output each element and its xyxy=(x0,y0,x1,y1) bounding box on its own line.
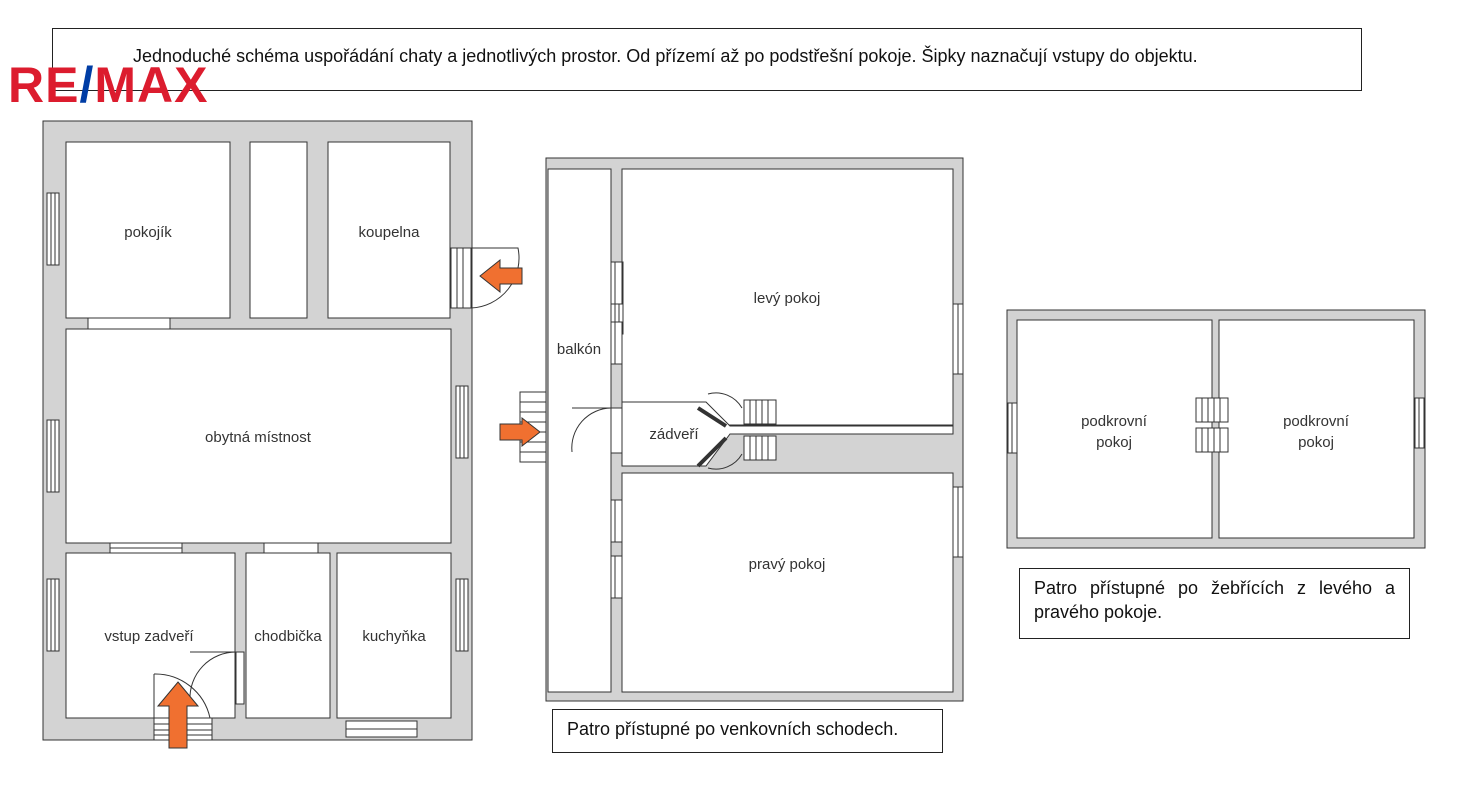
caption-attic: Patro přístupné po žebřících z levého a … xyxy=(1019,568,1410,639)
label-kuchynka: kuchyňka xyxy=(362,628,426,645)
label-podkrovni-right-2: pokoj xyxy=(1298,434,1334,451)
room-kuchynka xyxy=(336,552,452,719)
room-zadveri xyxy=(621,401,954,467)
label-obytna: obytná místnost xyxy=(205,429,312,446)
first-floor: balkón levý pokoj zádveří pravý pokoj xyxy=(499,157,964,702)
label-levy: levý pokoj xyxy=(754,290,821,307)
room-balkon xyxy=(547,168,612,693)
room-koupelna xyxy=(327,141,451,319)
label-vstup: vstup zadveří xyxy=(104,628,194,645)
label-chodbicka: chodbička xyxy=(254,628,322,645)
label-podkrovni-right-1: podkrovní xyxy=(1283,413,1350,430)
attic-floor: podkrovní pokoj podkrovní pokoj xyxy=(1006,309,1426,549)
ground-floor: pokojík koupelna obytná místnost vstup z… xyxy=(42,120,523,749)
label-koupelna: koupelna xyxy=(359,224,421,241)
room-levy xyxy=(621,168,954,426)
label-podkrovni-left-1: podkrovní xyxy=(1081,413,1148,430)
room-obytna xyxy=(65,328,452,544)
room-podkrovni-right xyxy=(1218,319,1415,539)
room-pokojik xyxy=(65,141,231,319)
room-chodbicka xyxy=(245,552,331,719)
entry-arrow-right-ground xyxy=(479,258,523,294)
room-vstup xyxy=(65,552,236,719)
room-pravy xyxy=(621,472,954,693)
caption-top: Jednoduché schéma uspořádání chaty a jed… xyxy=(52,28,1362,91)
label-balkon: balkón xyxy=(557,341,601,358)
label-pravy: pravý pokoj xyxy=(749,556,826,573)
logo-max: MAX xyxy=(94,57,209,113)
logo-re: RE xyxy=(8,57,80,113)
room-podkrovni-left xyxy=(1016,319,1213,539)
caption-first-floor: Patro přístupné po venkovních schodech. xyxy=(552,709,943,753)
label-podkrovni-left-2: pokoj xyxy=(1096,434,1132,451)
remax-logo: RE/MAX xyxy=(8,60,208,110)
room-narrow xyxy=(249,141,308,319)
label-pokojik: pokojík xyxy=(124,224,172,241)
entry-arrow-bottom xyxy=(156,681,200,749)
entry-arrow-first-floor xyxy=(499,416,541,448)
label-zadveri: zádveří xyxy=(649,426,699,443)
logo-slash: / xyxy=(79,57,95,113)
